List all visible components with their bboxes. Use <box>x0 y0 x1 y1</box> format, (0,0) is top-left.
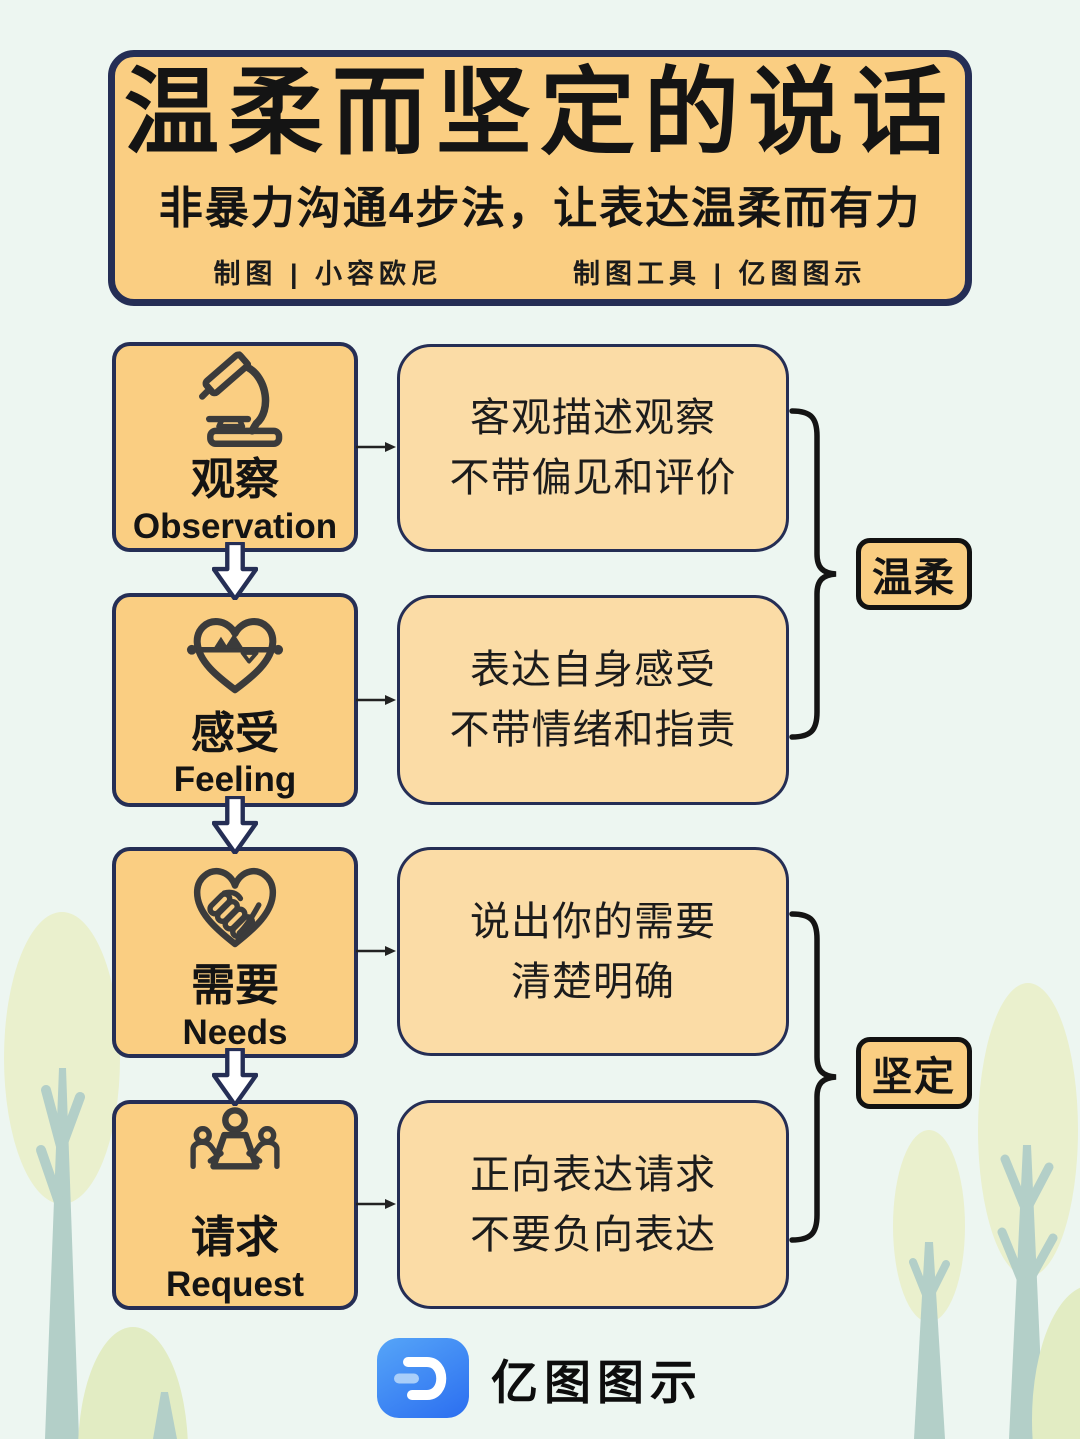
step-title-en: Observation <box>132 507 338 546</box>
desc-line-1: 表达自身感受 <box>470 648 716 692</box>
group-label-text: 坚定 <box>872 1055 956 1099</box>
group-label-gentle: 温柔 <box>856 538 972 610</box>
connector-arrow-right <box>356 946 396 956</box>
desc-line-1: 正向表达请求 <box>470 1152 716 1197</box>
credit-tool: 制图工具 | 亿图图示 <box>573 258 867 289</box>
group-label-text: 温柔 <box>872 556 956 600</box>
step-box-feeling: 感受 Feeling <box>112 593 358 807</box>
brand-name: 亿图图示 <box>491 1355 703 1409</box>
microscope-icon <box>199 351 283 447</box>
step-title-zh: 观察 <box>191 455 279 505</box>
desc-line-2: 不带偏见和评价 <box>449 456 737 500</box>
desc-line-2: 不带情绪和指责 <box>449 708 737 752</box>
desc-box-needs: 说出你的需要 清楚明确 <box>397 847 789 1056</box>
down-arrow-icon <box>212 1048 258 1106</box>
credits-row: 制图 | 小容欧尼 制图工具 | 亿图图示 <box>213 252 866 291</box>
header-banner: 温柔而坚定的说话 非暴力沟通4步法，让表达温柔而有力 制图 | 小容欧尼 制图工… <box>108 50 972 306</box>
step-box-observation: 观察 Observation <box>112 342 358 552</box>
down-arrow-icon <box>212 542 258 600</box>
step-box-needs: 需要 Needs <box>112 847 358 1058</box>
desc-line-1: 客观描述观察 <box>470 396 716 440</box>
curly-brace-firm <box>789 911 837 1243</box>
connector-arrow-right <box>356 695 396 705</box>
page-title: 温柔而坚定的说话 <box>123 60 956 167</box>
step-title-zh: 请求 <box>191 1213 279 1263</box>
connector-arrow-right <box>356 442 396 452</box>
step-box-request: 请求 Request <box>112 1100 358 1310</box>
heart-pulse-icon <box>186 617 284 693</box>
credit-author: 制图 | 小容欧尼 <box>213 258 443 289</box>
desc-box-feeling: 表达自身感受 不带情绪和指责 <box>397 595 789 805</box>
desc-box-observation: 客观描述观察 不带偏见和评价 <box>397 344 789 552</box>
step-title-en: Needs <box>182 1012 288 1052</box>
step-title-en: Feeling <box>173 760 297 800</box>
step-title-zh: 感受 <box>191 708 279 758</box>
connector-arrow-right <box>356 1199 396 1209</box>
step-title-en: Request <box>165 1265 305 1304</box>
edraw-logo-icon <box>377 1338 469 1418</box>
meeting-icon <box>190 1107 280 1170</box>
desc-line-2: 清楚明确 <box>511 959 675 1004</box>
down-arrow-icon <box>212 796 258 854</box>
page-subtitle: 非暴力沟通4步法，让表达温柔而有力 <box>158 183 922 233</box>
group-label-firm: 坚定 <box>856 1037 972 1109</box>
step-title-zh: 需要 <box>191 961 279 1011</box>
desc-line-2: 不要负向表达 <box>470 1212 716 1257</box>
desc-box-request: 正向表达请求 不要负向表达 <box>397 1100 789 1309</box>
footer-brand: 亿图图示 <box>0 1338 1080 1418</box>
curly-brace-gentle <box>789 408 837 740</box>
desc-line-1: 说出你的需要 <box>470 899 716 944</box>
handshake-heart-icon <box>193 868 277 948</box>
